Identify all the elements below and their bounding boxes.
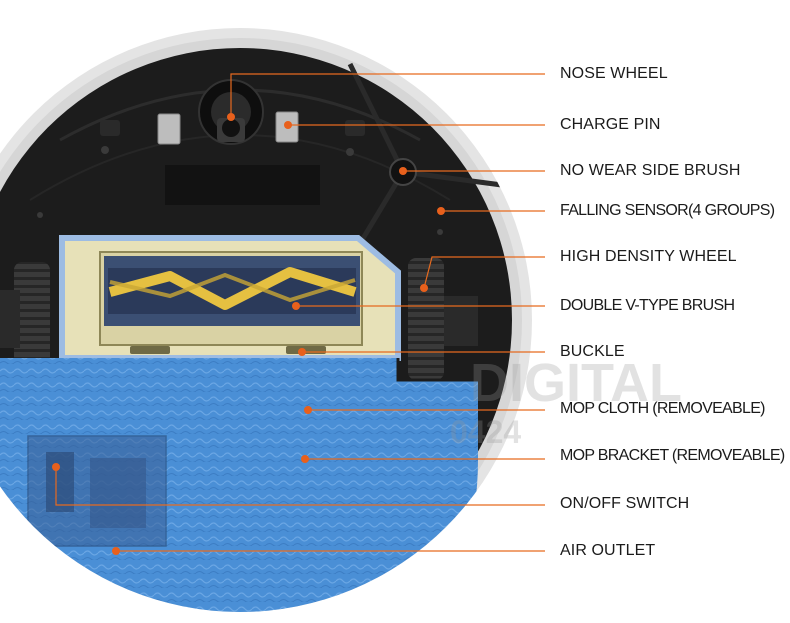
dot-mop-bracket xyxy=(301,455,309,463)
v-brush xyxy=(104,256,360,326)
label-charge-pin: CHARGE PIN xyxy=(560,116,661,133)
dot-falling-sensor xyxy=(437,207,445,215)
dot-air-outlet xyxy=(112,547,120,555)
watermark-line-2: 0424 xyxy=(450,414,522,450)
dot-high-density-wheel xyxy=(420,284,428,292)
dot-buckle xyxy=(298,348,306,356)
label-falling-sensor: FALLING SENSOR(4 GROUPS) xyxy=(560,202,775,219)
high-density-wheel xyxy=(408,258,478,380)
label-high-density-wheel: HIGH DENSITY WHEEL xyxy=(560,248,737,265)
label-on-off-switch: ON/OFF SWITCH xyxy=(560,495,690,512)
leader-lines xyxy=(55,73,545,552)
label-buckle: BUCKLE xyxy=(560,343,625,360)
label-air-outlet: AIR OUTLET xyxy=(560,542,656,559)
dot-side-brush xyxy=(399,167,407,175)
label-v-brush: DOUBLE V-TYPE BRUSH xyxy=(560,297,735,314)
dot-on-off-switch xyxy=(52,463,60,471)
left-wheel xyxy=(0,262,50,384)
dot-mop-cloth xyxy=(304,406,312,414)
label-side-brush: NO WEAR SIDE BRUSH xyxy=(560,162,741,179)
dot-charge-pin xyxy=(284,121,292,129)
label-mop-bracket: MOP BRACKET (REMOVEABLE) xyxy=(560,447,785,464)
label-mop-cloth: MOP CLOTH (REMOVEABLE) xyxy=(560,400,765,417)
mop-cloth xyxy=(0,358,478,612)
switch-panel xyxy=(27,435,167,547)
callout-dots xyxy=(52,113,445,555)
dot-nose-wheel xyxy=(227,113,235,121)
dot-v-brush xyxy=(292,302,300,310)
watermark-line-1: DIGITAL xyxy=(470,353,682,413)
label-nose-wheel: NOSE WHEEL xyxy=(560,65,668,82)
